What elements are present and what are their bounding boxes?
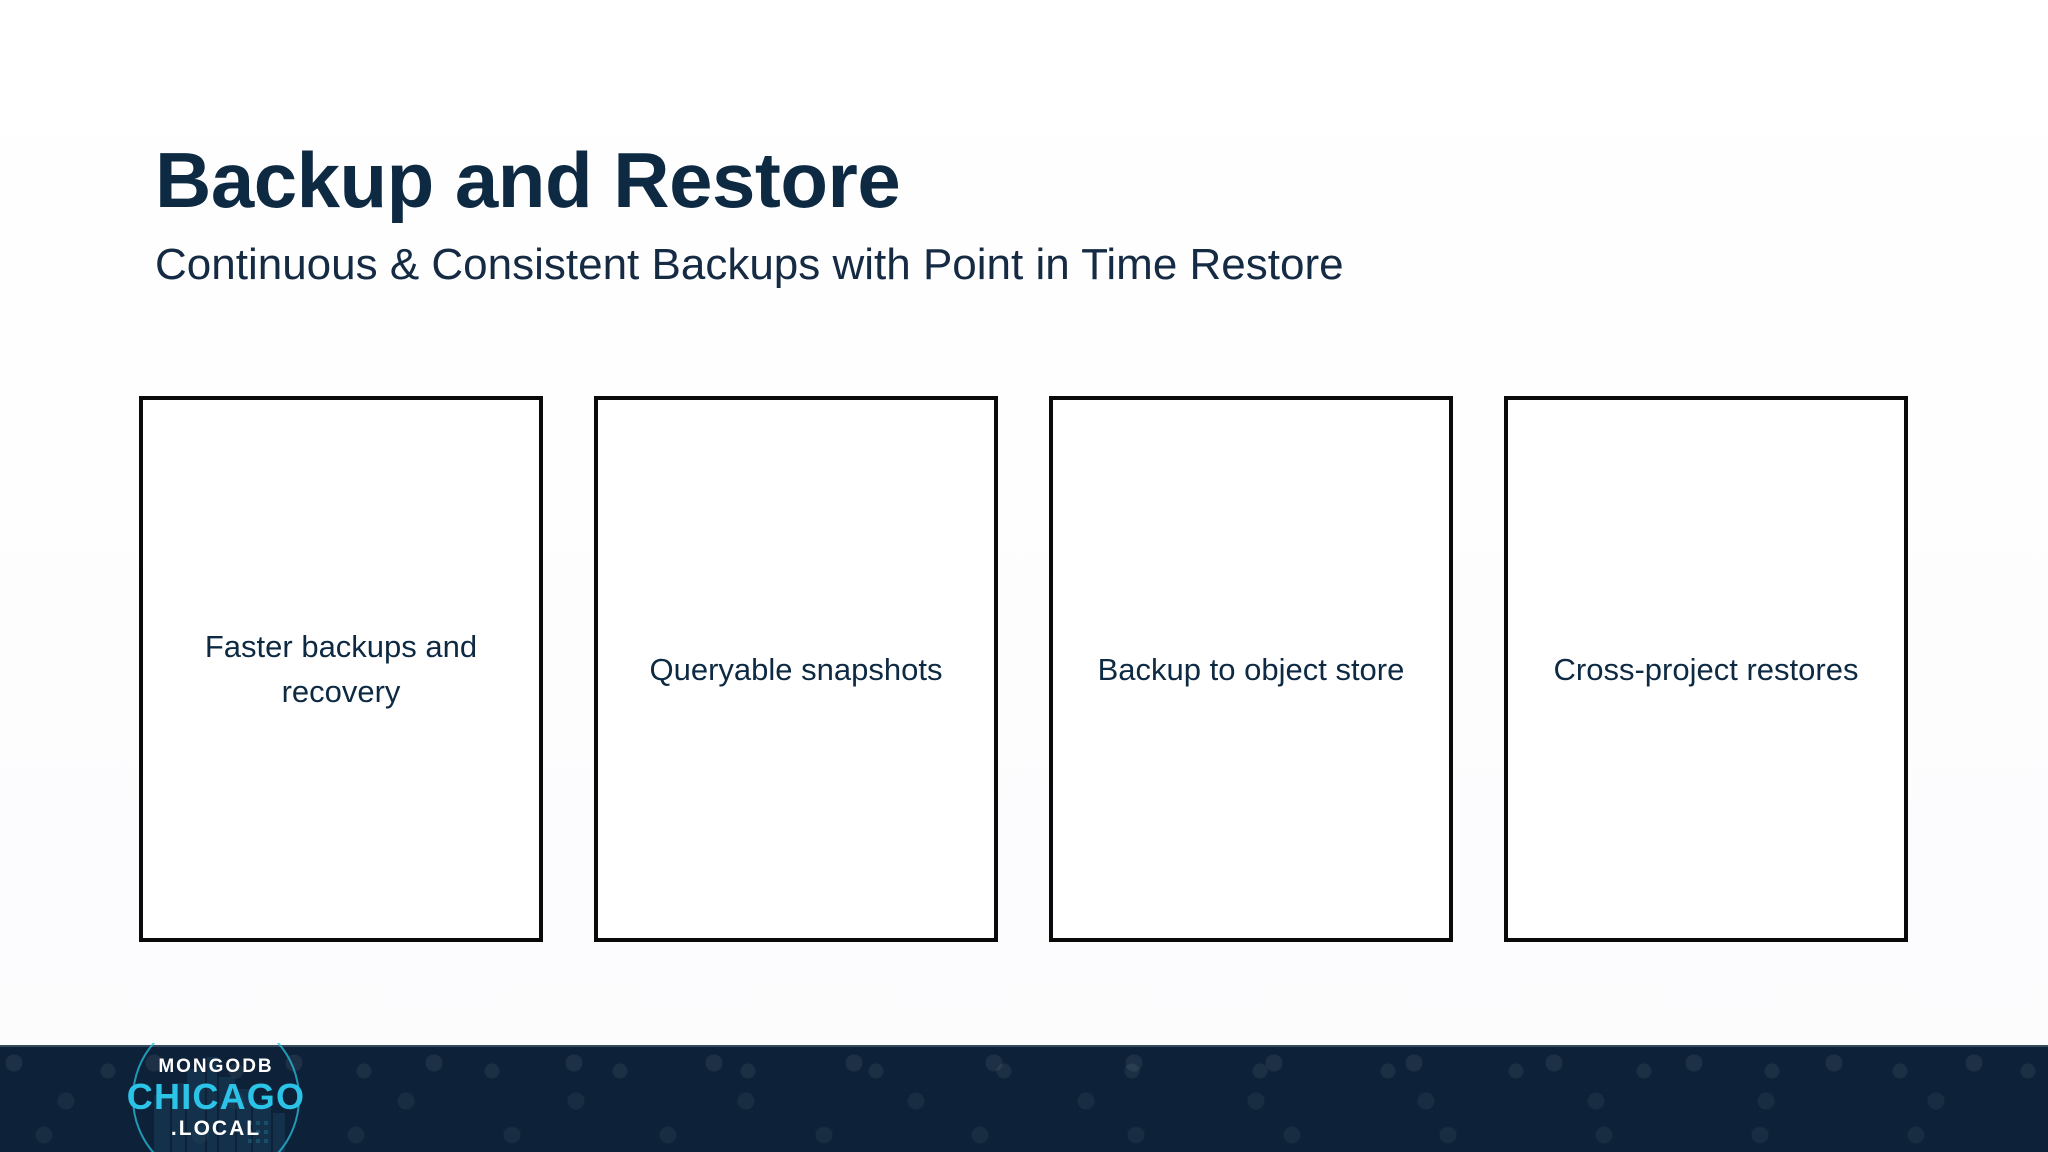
feature-cards-row: Faster backups and recovery Queryable sn… [139,396,1908,942]
logo-line-mongodb: MONGODB [158,1055,274,1077]
feature-card[interactable]: Queryable snapshots [594,396,998,942]
event-logo: MONGODB CHICAGO .LOCAL [128,1043,304,1152]
logo-line-local: .LOCAL [170,1116,262,1140]
feature-card[interactable]: Cross-project restores [1504,396,1908,942]
page-title: Backup and Restore [155,136,901,224]
logo-wordmark: MONGODB CHICAGO .LOCAL [128,1043,304,1152]
feature-card[interactable]: Backup to object store [1049,396,1453,942]
logo-ring-icon [132,1043,300,1152]
feature-card-label: Backup to object store [1097,651,1405,687]
footer-divider [0,1045,2048,1047]
page-subtitle: Continuous & Consistent Backups with Poi… [155,240,1344,289]
feature-card-label: Faster backups and recovery [204,629,478,709]
logo-line-chicago: CHICAGO [128,1075,304,1117]
feature-card-label: Cross-project restores [1553,651,1859,687]
feature-card[interactable]: Faster backups and recovery [139,396,543,942]
heading-block: Backup and Restore Continuous & Consiste… [155,136,1855,292]
footer-dot-pattern [0,1045,2048,1152]
footer-band [0,1045,2048,1152]
feature-card-label: Queryable snapshots [649,651,943,687]
